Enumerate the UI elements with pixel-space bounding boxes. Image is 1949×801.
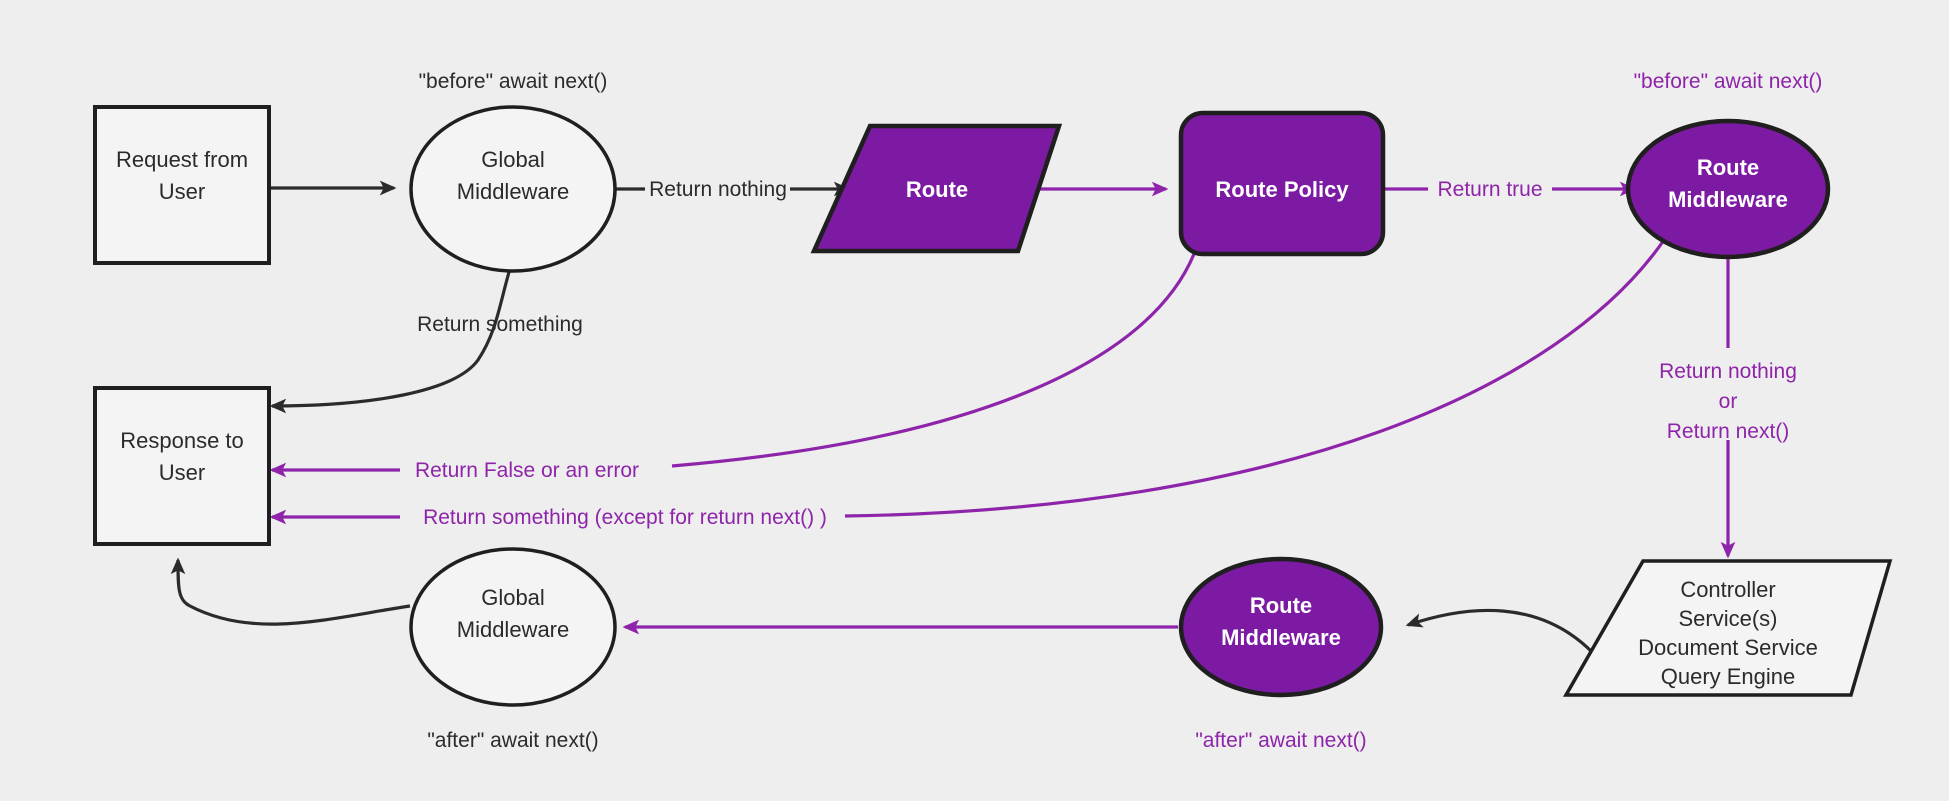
node-request-from-user[interactable]: Request from User [93,105,271,265]
edge-label-return-nothing-or-next-line1: Return nothing [1659,360,1797,383]
node-response-to-user-line2: User [159,460,205,485]
edge-controller-to-route-middleware-bottom [1405,608,1594,654]
node-global-middleware-top-line1: Global [481,147,545,172]
edge-global-middleware-bottom-to-response [170,557,411,626]
edge-route-policy-return-false-to-response [671,253,1196,468]
annotation-after-await-next-purple: "after" await next() [1195,729,1366,752]
node-global-middleware-bottom-line1: Global [481,585,545,610]
node-controller-stack-line3: Document Service [1638,635,1818,660]
annotation-before-await-next-dark: "before" await next() [419,70,608,93]
edge-label-return-something-dark: Return something [417,313,583,336]
edge-label-return-nothing-or-next-line2: or [1719,390,1738,413]
annotation-after-await-next-dark: "after" await next() [427,729,598,752]
node-request-from-user-line2: User [159,179,205,204]
edge-global-middleware-return-something-to-response [269,261,514,414]
node-response-to-user-line1: Response to [120,428,244,453]
annotation-before-await-next-purple: "before" await next() [1634,70,1823,93]
edge-label-return-nothing: Return nothing [649,178,787,201]
node-response-to-user[interactable]: Response to User [93,386,271,546]
node-controller-stack-line4: Query Engine [1661,664,1796,689]
node-route-middleware-top[interactable]: Route Middleware [1625,118,1831,260]
node-global-middleware-bottom[interactable]: Global Middleware [409,547,617,707]
edge-label-return-false-or-error: Return False or an error [415,459,639,482]
edge-label-return-true: Return true [1437,178,1542,201]
node-route-middleware-bottom-line2: Middleware [1221,625,1341,650]
node-route-label: Route [906,177,968,202]
node-route-policy-label: Route Policy [1215,177,1349,202]
node-global-middleware-top[interactable]: Global Middleware [409,105,617,273]
node-controller-stack-line2: Service(s) [1678,606,1777,631]
node-global-middleware-top-line2: Middleware [457,179,570,204]
node-request-from-user-line1: Request from [116,147,248,172]
node-controller-stack-line1: Controller [1680,577,1775,602]
node-route-policy[interactable]: Route Policy [1178,110,1386,257]
node-route-middleware-bottom-line1: Route [1250,593,1312,618]
edge-route-middleware-return-something-to-response [844,239,1666,518]
edge-label-return-nothing-or-next-line3: Return next() [1667,420,1790,443]
edge-label-return-something-except-next: Return something (except for return next… [423,506,827,529]
node-route[interactable]: Route [810,123,1063,254]
node-global-middleware-bottom-line2: Middleware [457,617,570,642]
node-route-middleware-top-line1: Route [1697,155,1759,180]
node-route-middleware-bottom[interactable]: Route Middleware [1178,556,1384,698]
node-controller-stack[interactable]: Controller Service(s) Document Service Q… [1562,559,1893,697]
node-route-middleware-top-line2: Middleware [1668,187,1788,212]
